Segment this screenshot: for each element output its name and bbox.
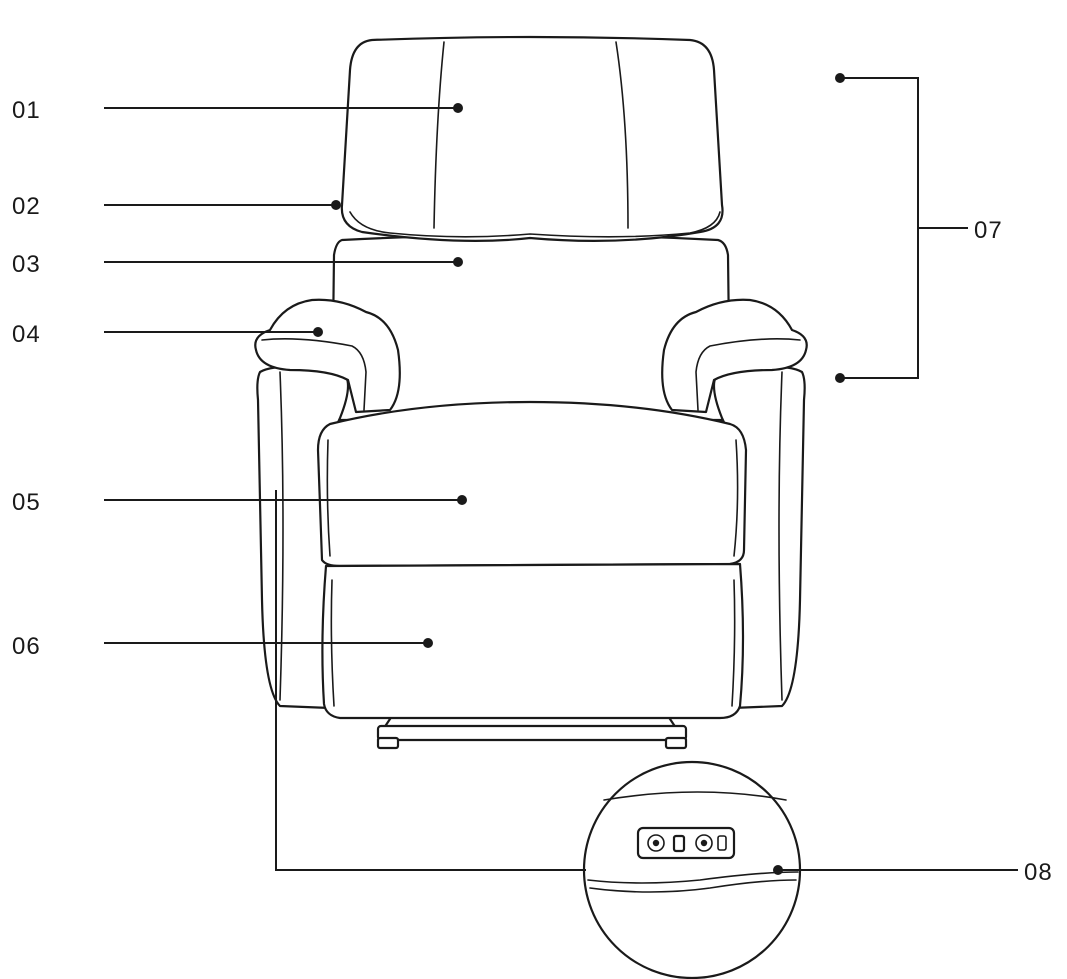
recliner-chair: [254, 35, 808, 750]
seat-cushion: [316, 400, 748, 568]
control-panel-callout: [582, 760, 802, 979]
label-01: 01: [12, 97, 41, 124]
footrest: [321, 562, 745, 720]
leader-lines: [104, 73, 1018, 875]
chair-base: [376, 714, 688, 750]
label-03: 03: [12, 251, 41, 278]
power-switch-icon: [672, 834, 686, 853]
usb-port-icon: [695, 834, 713, 852]
leader-callout: [275, 490, 586, 871]
headrest: [340, 35, 724, 243]
label-02: 02: [12, 193, 41, 220]
label-08: 08: [1024, 859, 1053, 886]
label-07: 07: [974, 217, 1003, 244]
label-06: 06: [12, 633, 41, 660]
control-panel: [636, 826, 736, 860]
usb-port-icon: [647, 834, 665, 852]
bracket-07: [840, 77, 919, 379]
label-04: 04: [12, 321, 41, 348]
part-labels: 01 02 03 04 05 06 07 08: [12, 97, 1053, 886]
label-05: 05: [12, 489, 41, 516]
indicator-icon: [717, 835, 727, 851]
